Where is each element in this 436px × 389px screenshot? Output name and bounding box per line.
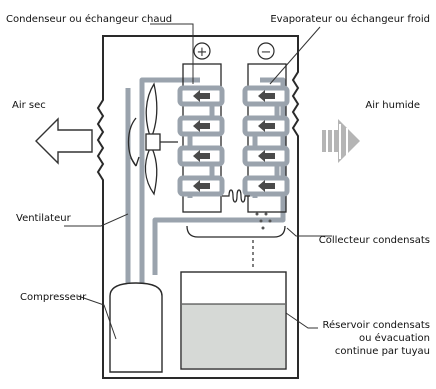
evaporator-coil: − [242, 42, 290, 213]
evaporator-frame [247, 63, 287, 213]
reservoir-label-line2: ou évacuation [359, 332, 430, 344]
condenser-label: Condenseur ou échangeur chaud [6, 13, 172, 25]
plus-sign: + [197, 45, 208, 60]
fan-icon [127, 82, 178, 196]
condenser-frame [182, 63, 222, 213]
arrow-right-icon [322, 119, 360, 163]
compressor-label: Compresseur [20, 292, 87, 303]
fan-label: Ventilateur [16, 213, 72, 224]
reservoir-water [182, 304, 285, 368]
coil-icon [222, 189, 250, 203]
refrigerant-tubing [125, 77, 286, 297]
minus-icon [257, 42, 275, 60]
reservoir-tank [180, 271, 287, 370]
collector-label: Collecteur condensats [319, 235, 430, 246]
reservoir-label-line1: Réservoir condensats [323, 319, 431, 331]
evaporator-label: Evaporateur ou échangeur froid [270, 13, 430, 25]
condenser-flow-arrow-icon [193, 90, 210, 102]
humid-air-label: Air humide [365, 100, 420, 111]
arrow-left-icon [35, 117, 93, 165]
drip-icon [255, 212, 272, 230]
reservoir-label-line3: continue par tuyau [335, 346, 430, 357]
evaporator-flow-arrow-icon [258, 180, 275, 192]
cabinet-outline [96, 35, 300, 379]
compressor-body [109, 282, 163, 373]
evaporator-flow-arrow-icon [258, 120, 275, 132]
leader-lines [64, 23, 332, 340]
condenser-flow-arrow-icon [193, 150, 210, 162]
evaporator-flow-arrow-icon [258, 90, 275, 102]
minus-sign: − [261, 45, 272, 60]
condenser-flow-arrow-icon [193, 120, 210, 132]
plus-icon [193, 42, 211, 60]
evaporator-flow-arrow-icon [258, 150, 275, 162]
dry-air-label: Air sec [12, 100, 46, 111]
condenser-flow-arrow-icon [193, 180, 210, 192]
collector-tray [186, 225, 286, 238]
condenser-coil: + [177, 42, 225, 213]
